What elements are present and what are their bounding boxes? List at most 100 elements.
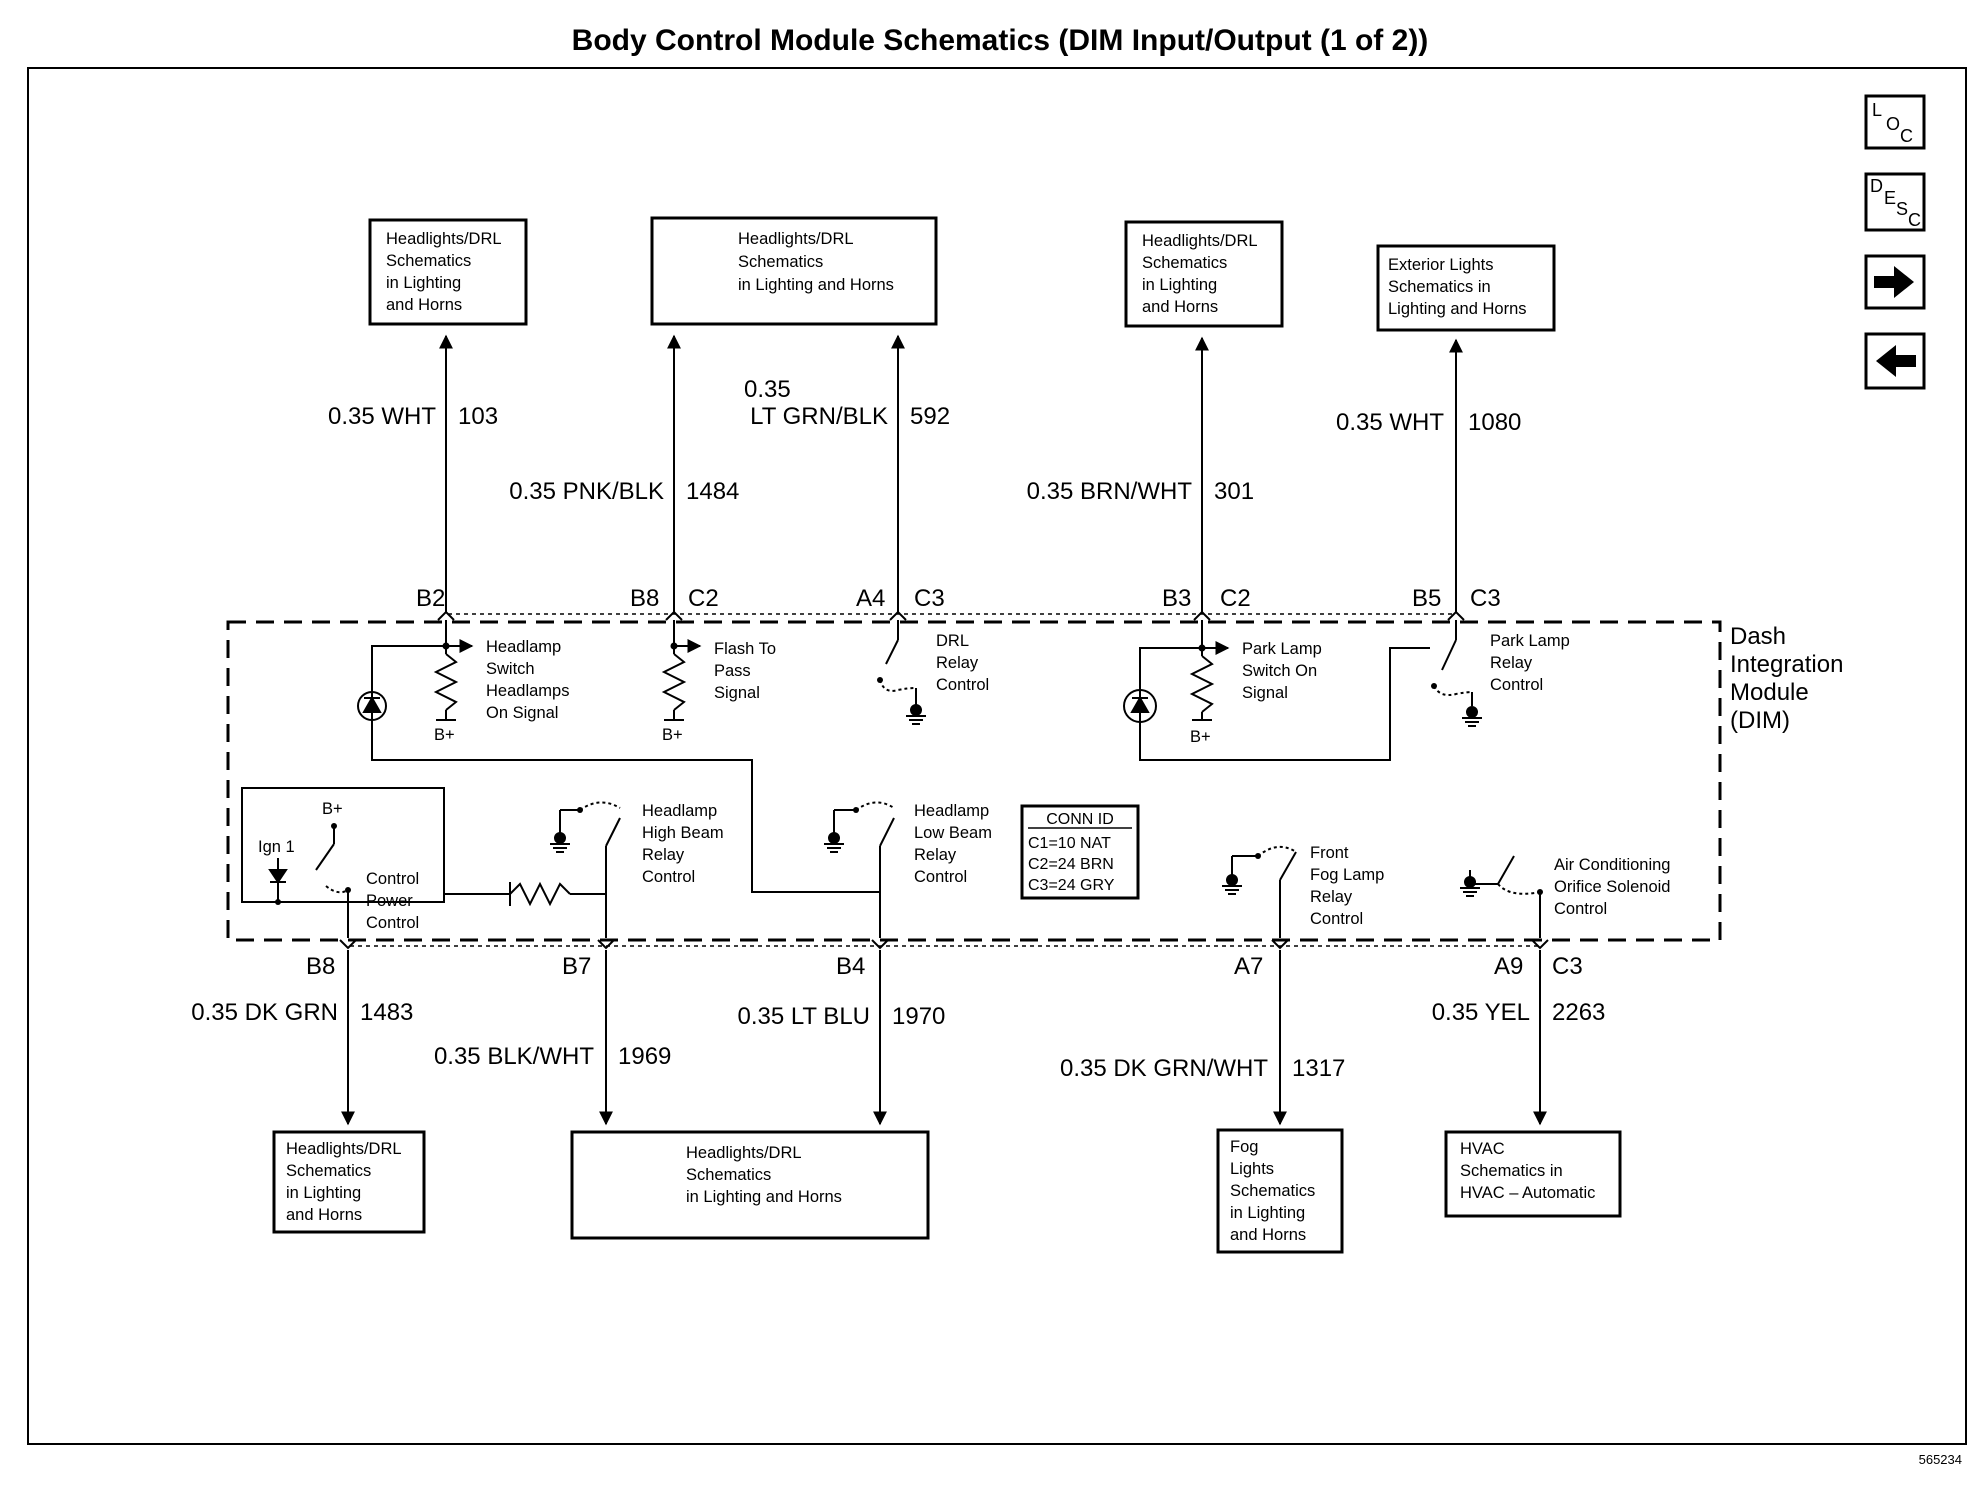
junction-dot	[442, 642, 450, 650]
svg-text:B5: B5	[1412, 585, 1441, 612]
svg-text:0.35: 0.35	[744, 376, 791, 403]
bottom-box-3: Fog Lights Schematics in Lighting and Ho…	[1216, 1128, 1344, 1254]
svg-text:Pass: Pass	[714, 662, 751, 680]
svg-text:Headlights/DRL: Headlights/DRL	[386, 230, 502, 248]
high-beam-relay-circuit	[559, 801, 621, 938]
svg-text:Signal: Signal	[1242, 684, 1288, 702]
svg-text:Control: Control	[366, 870, 419, 888]
control-power-label: Control Power Control	[366, 870, 419, 932]
conn-id-box: CONN ID C1=10 NAT C2=24 BRN C3=24 GRY	[1020, 804, 1140, 900]
junction-dot	[331, 823, 337, 829]
park-lamp-switch-label: Park Lamp Switch On Signal	[1242, 640, 1322, 702]
svg-text:C3: C3	[1552, 953, 1583, 980]
svg-text:B8: B8	[630, 585, 659, 612]
park-lamp-relay-label: Park Lamp Relay Control	[1490, 632, 1570, 694]
svg-text:592: 592	[910, 403, 950, 430]
svg-text:1970: 1970	[892, 1003, 945, 1030]
figure-id: 565234	[1919, 1452, 1962, 1467]
svg-text:0.35 DK GRN/WHT: 0.35 DK GRN/WHT	[1060, 1055, 1268, 1082]
svg-text:Front: Front	[1310, 844, 1349, 862]
svg-text:C3=24 GRY: C3=24 GRY	[1028, 877, 1115, 894]
diagram-frame	[27, 67, 1967, 1445]
svg-text:Exterior Lights: Exterior Lights	[1388, 256, 1493, 274]
svg-text:Control: Control	[1490, 676, 1543, 694]
svg-text:HVAC – Automatic: HVAC – Automatic	[1460, 1184, 1595, 1202]
svg-text:B7: B7	[562, 953, 591, 980]
wire-1484: 0.35 PNK/BLK 1484	[509, 334, 739, 612]
svg-text:C3: C3	[1470, 585, 1501, 612]
svg-text:Control: Control	[936, 676, 989, 694]
svg-text:B2: B2	[416, 585, 445, 612]
svg-text:Headlamp: Headlamp	[914, 802, 989, 820]
svg-text:DRL: DRL	[936, 632, 969, 650]
svg-text:1080: 1080	[1468, 409, 1521, 436]
loc-button[interactable]: L O C	[1864, 94, 1926, 150]
arrow-right-icon	[1874, 266, 1914, 298]
junction-dot	[1198, 644, 1206, 652]
junction-dot	[275, 899, 281, 905]
svg-text:C3: C3	[914, 585, 945, 612]
bplus-label: B+	[1190, 728, 1211, 746]
svg-text:0.35 LT BLU: 0.35 LT BLU	[737, 1003, 870, 1030]
svg-text:Park Lamp: Park Lamp	[1490, 632, 1570, 650]
ac-solenoid-label: Air Conditioning Orifice Solenoid Contro…	[1554, 856, 1670, 918]
svg-text:(DIM): (DIM)	[1730, 707, 1790, 734]
svg-text:Air Conditioning: Air Conditioning	[1554, 856, 1670, 874]
svg-text:Power: Power	[366, 892, 413, 910]
svg-text:B3: B3	[1162, 585, 1191, 612]
svg-text:0.35 PNK/BLK: 0.35 PNK/BLK	[509, 478, 664, 505]
bottom-pin-labels: B8 B7 B4 A7 A9 C3	[306, 953, 1583, 980]
svg-text:Module: Module	[1730, 679, 1809, 706]
wire-1317: 0.35 DK GRN/WHT 1317	[1060, 950, 1345, 1126]
top-pin-labels: B2 B8 C2 A4 C3 B3 C2 B5 C3	[416, 585, 1501, 612]
svg-text:301: 301	[1214, 478, 1254, 505]
ground-icon	[906, 704, 926, 725]
svg-text:C2: C2	[688, 585, 719, 612]
arrow-left-icon	[1876, 345, 1916, 377]
ground-icon	[1462, 706, 1482, 727]
svg-text:Fog Lamp: Fog Lamp	[1310, 866, 1384, 884]
svg-text:Schematics: Schematics	[1230, 1182, 1315, 1200]
wire-103: 0.35 WHT 103	[328, 334, 498, 612]
switch-contact	[1431, 683, 1437, 689]
ign-label: Ign 1	[258, 838, 295, 856]
top-connector-chevrons	[437, 610, 1465, 621]
svg-text:Control: Control	[642, 868, 695, 886]
switch-contact	[1537, 889, 1543, 895]
desc-icon: D E S C	[1870, 176, 1921, 230]
svg-text:Schematics: Schematics	[1142, 254, 1227, 272]
fog-lamp-relay-label: Front Fog Lamp Relay Control	[1310, 844, 1384, 928]
svg-text:Signal: Signal	[714, 684, 760, 702]
svg-text:On Signal: On Signal	[486, 704, 558, 722]
svg-text:in Lighting: in Lighting	[1230, 1204, 1305, 1222]
svg-text:Relay: Relay	[1490, 654, 1533, 672]
low-beam-relay-circuit	[833, 801, 895, 938]
svg-text:Control: Control	[366, 914, 419, 932]
svg-text:1969: 1969	[618, 1043, 671, 1070]
desc-button[interactable]: D E S C	[1864, 172, 1926, 232]
wire-592: 0.35 LT GRN/BLK 592	[744, 334, 950, 612]
svg-text:in Lighting: in Lighting	[386, 274, 461, 292]
low-beam-relay-label: Headlamp Low Beam Relay Control	[914, 802, 992, 886]
svg-text:Headlamp: Headlamp	[486, 638, 561, 656]
switch-contact	[853, 807, 859, 813]
control-power-circuit	[241, 787, 606, 938]
next-page-button[interactable]	[1864, 254, 1926, 310]
svg-text:0.35 BRN/WHT: 0.35 BRN/WHT	[1027, 478, 1193, 505]
junction-dot	[345, 887, 351, 893]
headlamp-switch-label: Headlamp Switch Headlamps On Signal	[486, 638, 569, 722]
prev-page-button[interactable]	[1864, 332, 1926, 390]
svg-text:and Horns: and Horns	[386, 296, 462, 314]
svg-text:C: C	[1908, 210, 1921, 230]
svg-text:Flash To: Flash To	[714, 640, 776, 658]
bplus-label: B+	[434, 726, 455, 744]
svg-text:Relay: Relay	[936, 654, 979, 672]
svg-text:0.35 DK GRN: 0.35 DK GRN	[191, 999, 338, 1026]
svg-text:Relay: Relay	[914, 846, 957, 864]
switch-contact	[577, 807, 583, 813]
svg-text:LT GRN/BLK: LT GRN/BLK	[750, 403, 888, 430]
svg-text:Headlamp: Headlamp	[642, 802, 717, 820]
svg-text:Headlights/DRL: Headlights/DRL	[738, 230, 854, 248]
svg-text:in Lighting and Horns: in Lighting and Horns	[738, 276, 894, 294]
svg-text:0.35 BLK/WHT: 0.35 BLK/WHT	[434, 1043, 594, 1070]
